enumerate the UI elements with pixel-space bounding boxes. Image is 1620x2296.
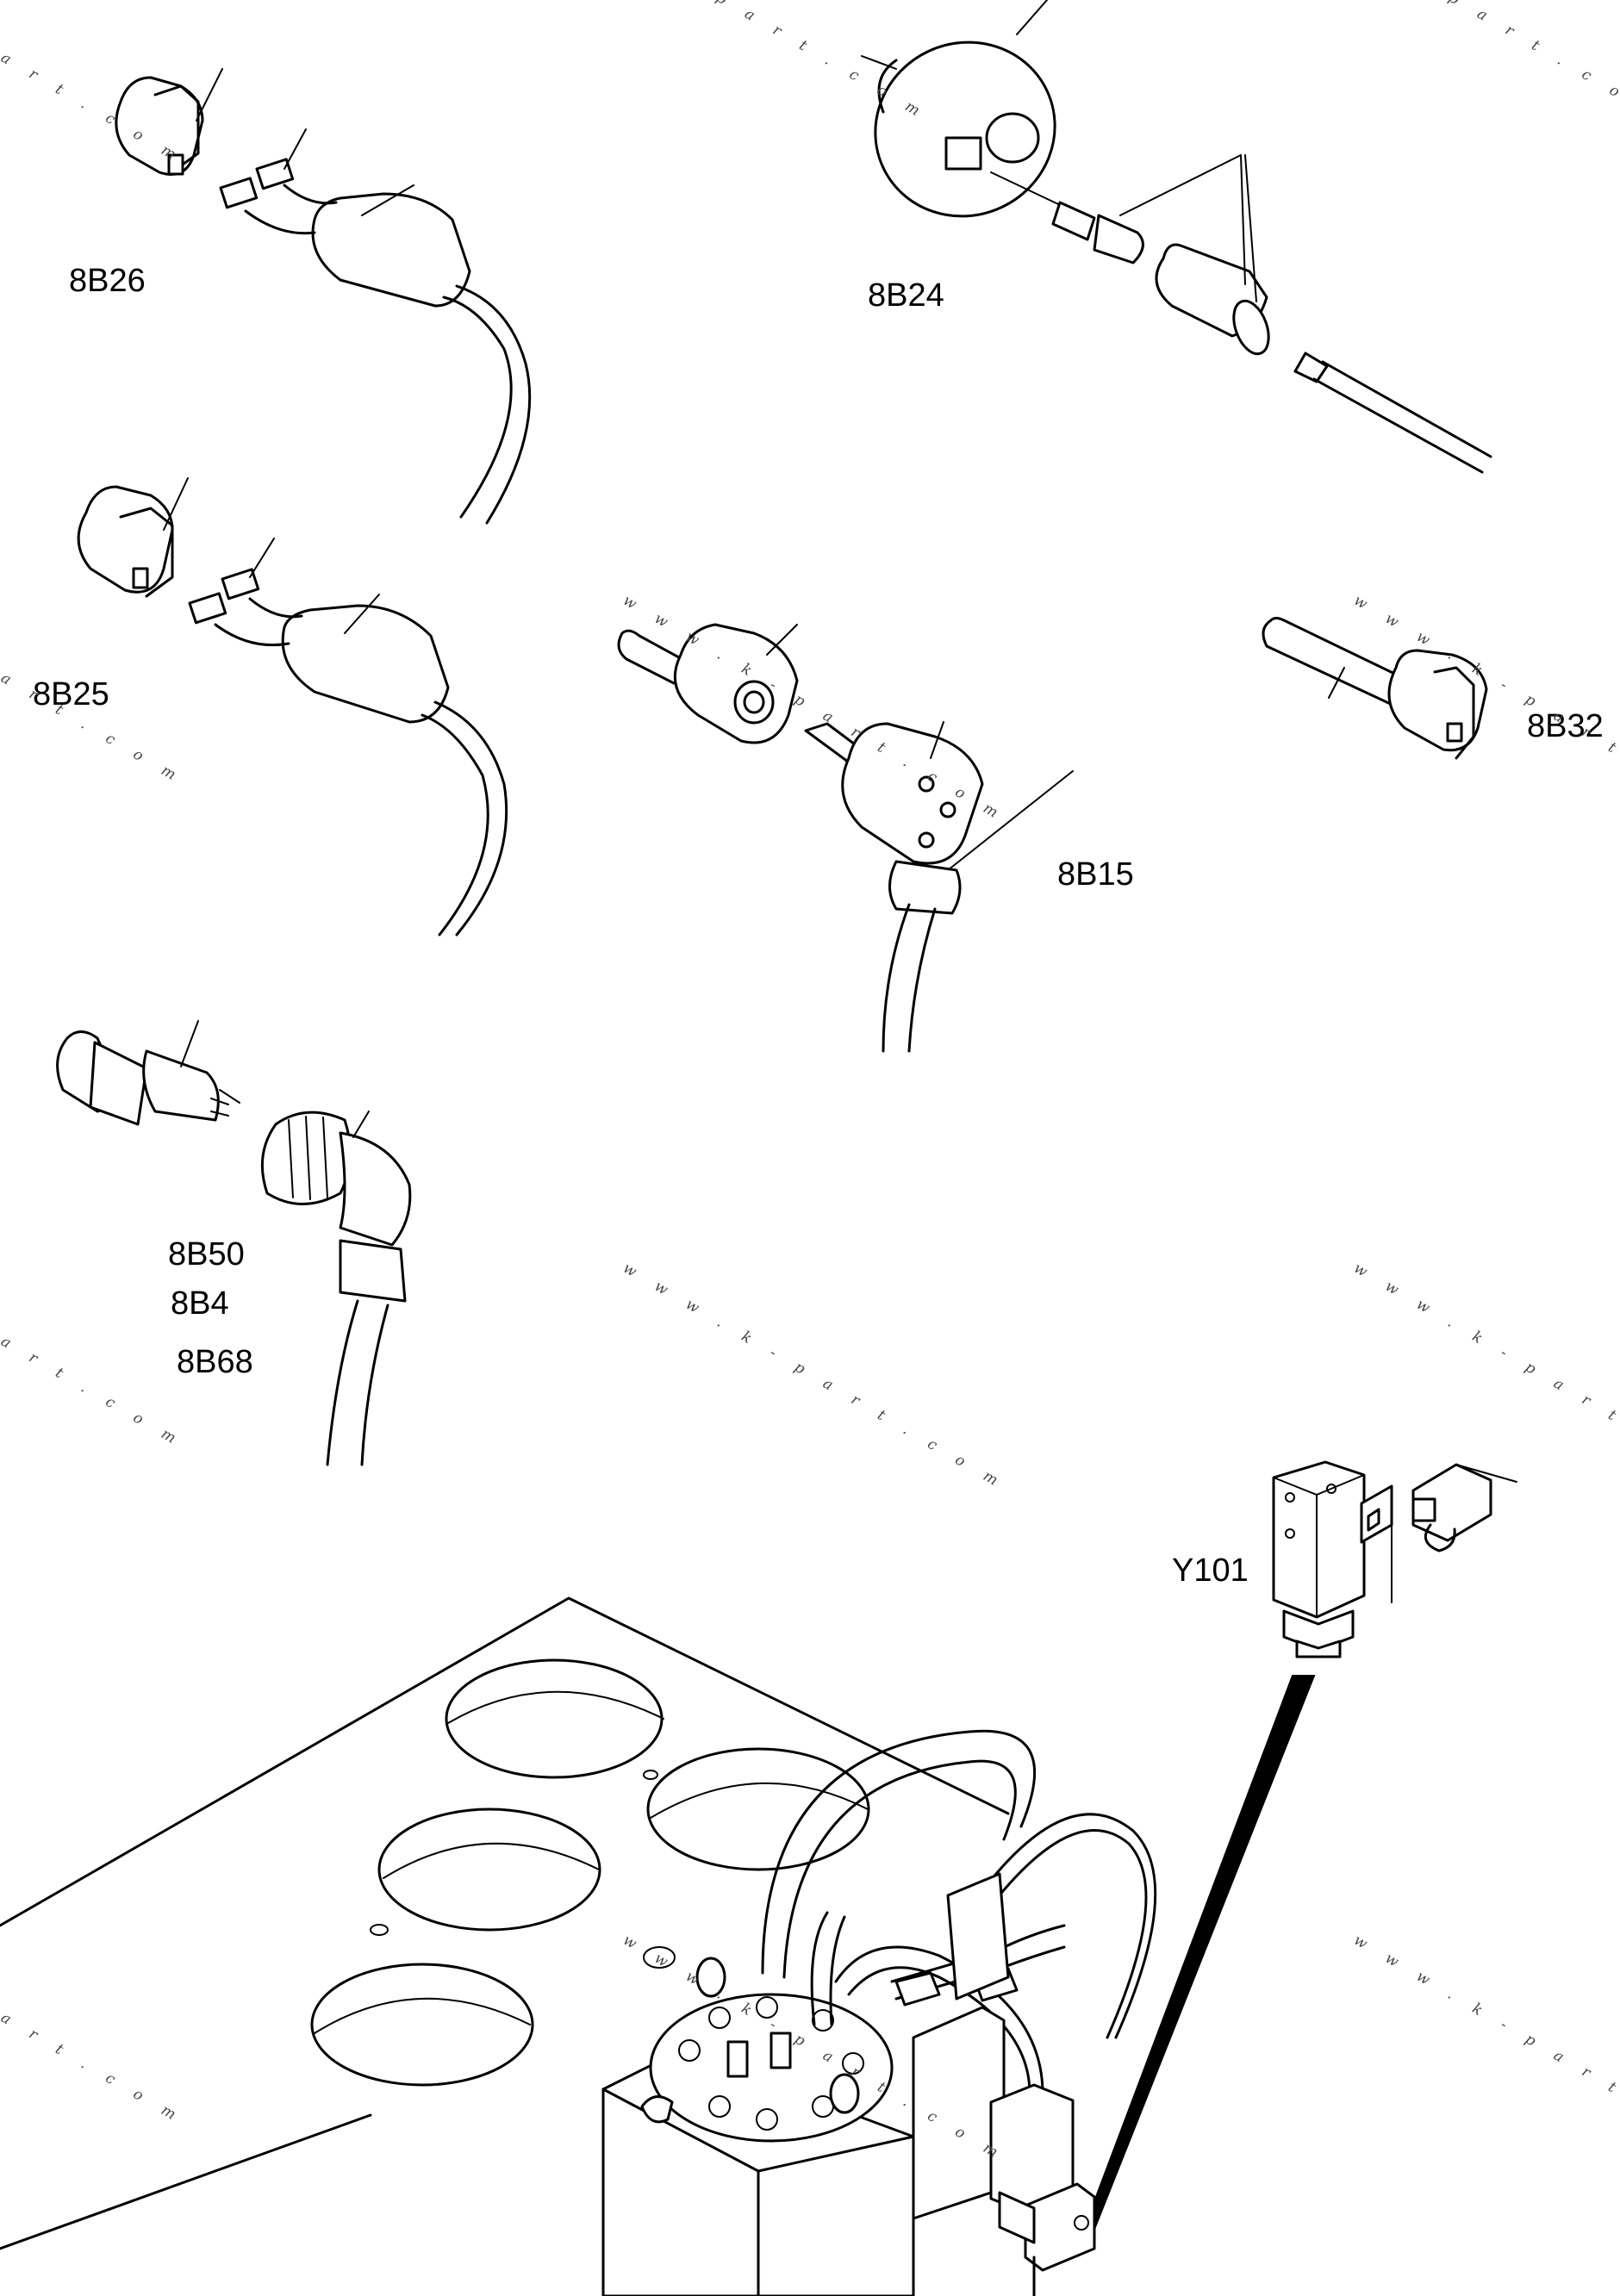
label-8b25: 8B25 — [33, 676, 109, 712]
watermark-12: w w w . k - p a r t . c o m — [1351, 1932, 1620, 2166]
sensor-8b50 — [56, 1020, 412, 1466]
watermark-3: p a r t . c o m — [1446, 0, 1620, 124]
label-8b24: 8B24 — [868, 277, 944, 314]
label-8b26: 8B26 — [69, 263, 146, 299]
watermarks: a r t . c o m p a r t . c o m p a r t . … — [0, 0, 1620, 2166]
watermark-8: w w w . k - p a r t . c o m — [620, 1260, 1009, 1494]
label-8b32: 8B32 — [1527, 708, 1604, 744]
sensor-8b26 — [115, 68, 532, 525]
watermark-7: a r t . c o m — [0, 1333, 187, 1452]
valve-y101-detail — [1272, 1460, 1517, 1658]
leader-wedge — [1080, 1675, 1316, 2242]
watermark-1: a r t . c o m — [0, 49, 187, 168]
sensor-8b15 — [617, 623, 1074, 1053]
sensor-8b25 — [77, 477, 508, 936]
watermark-5: w w w . k - p a r t . c o m — [620, 592, 1009, 826]
engine-block-assembly — [0, 1596, 1157, 2296]
label-8b15: 8B15 — [1057, 856, 1134, 893]
label-y101: Y101 — [1172, 1552, 1249, 1589]
watermark-9: w w w . k - p a r t . c o m — [1351, 1260, 1620, 1494]
sensor-8b24 — [861, 0, 1492, 474]
watermark-2: p a r t . c o m — [713, 0, 932, 124]
label-8b50: 8B50 — [168, 1236, 245, 1272]
label-8b68: 8B68 — [177, 1344, 253, 1380]
label-8b4: 8B4 — [171, 1285, 229, 1322]
sensor-8b32 — [1262, 617, 1488, 760]
watermark-10: a r t . c o m — [0, 2009, 187, 2128]
